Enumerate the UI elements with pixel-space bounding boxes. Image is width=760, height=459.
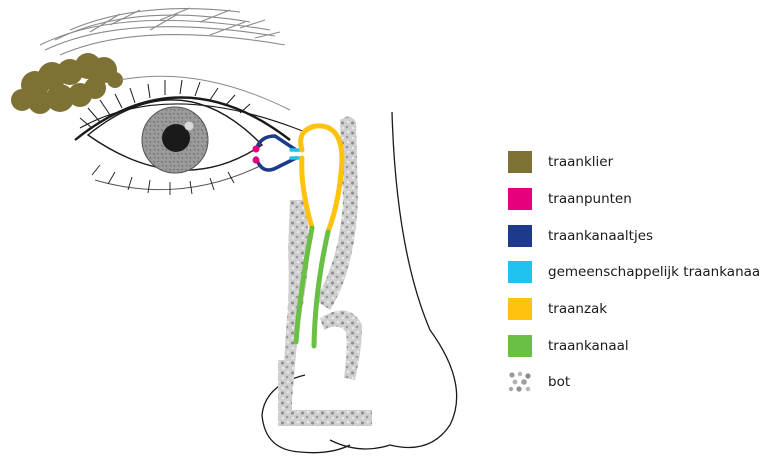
lacrimal-canaliculi bbox=[256, 136, 296, 170]
swatch-traanpunten bbox=[508, 188, 532, 210]
legend-label: traanklier bbox=[548, 154, 613, 170]
lacrimal-sac bbox=[301, 126, 342, 232]
legend-item-bot: bot bbox=[508, 370, 570, 394]
legend-label: traanpunten bbox=[548, 191, 632, 207]
swatch-traankanaaltjes bbox=[508, 225, 532, 247]
legend-item-traanklier: traanklier bbox=[508, 150, 613, 174]
legend-label: traanzak bbox=[548, 301, 607, 317]
legend-item-traankanaaltjes: traankanaaltjes bbox=[508, 224, 653, 248]
legend-label: gemeenschappelijk traankanaal bbox=[548, 264, 760, 280]
eyebrow bbox=[40, 8, 285, 55]
legend-label: traankanaaltjes bbox=[548, 228, 653, 244]
lacrimal-gland bbox=[11, 53, 123, 114]
swatch-gemeenschappelijk-traankanaal bbox=[508, 261, 532, 283]
legend-item-traanzak: traanzak bbox=[508, 297, 607, 321]
lacrimal-system-illustration bbox=[0, 0, 500, 459]
legend-item-traanpunten: traanpunten bbox=[508, 187, 632, 211]
swatch-bot bbox=[508, 371, 532, 393]
bone-structure bbox=[278, 116, 372, 426]
swatch-traankanaal bbox=[508, 335, 532, 357]
swatch-traanklier bbox=[508, 151, 532, 173]
legend-label: bot bbox=[548, 374, 570, 390]
legend-item-gemeenschappelijk-traankanaal: gemeenschappelijk traankanaal bbox=[508, 260, 760, 284]
lacrimal-puncta bbox=[253, 146, 260, 164]
legend-item-traankanaal: traankanaal bbox=[508, 334, 629, 358]
swatch-traanzak bbox=[508, 298, 532, 320]
legend-label: traankanaal bbox=[548, 338, 629, 354]
